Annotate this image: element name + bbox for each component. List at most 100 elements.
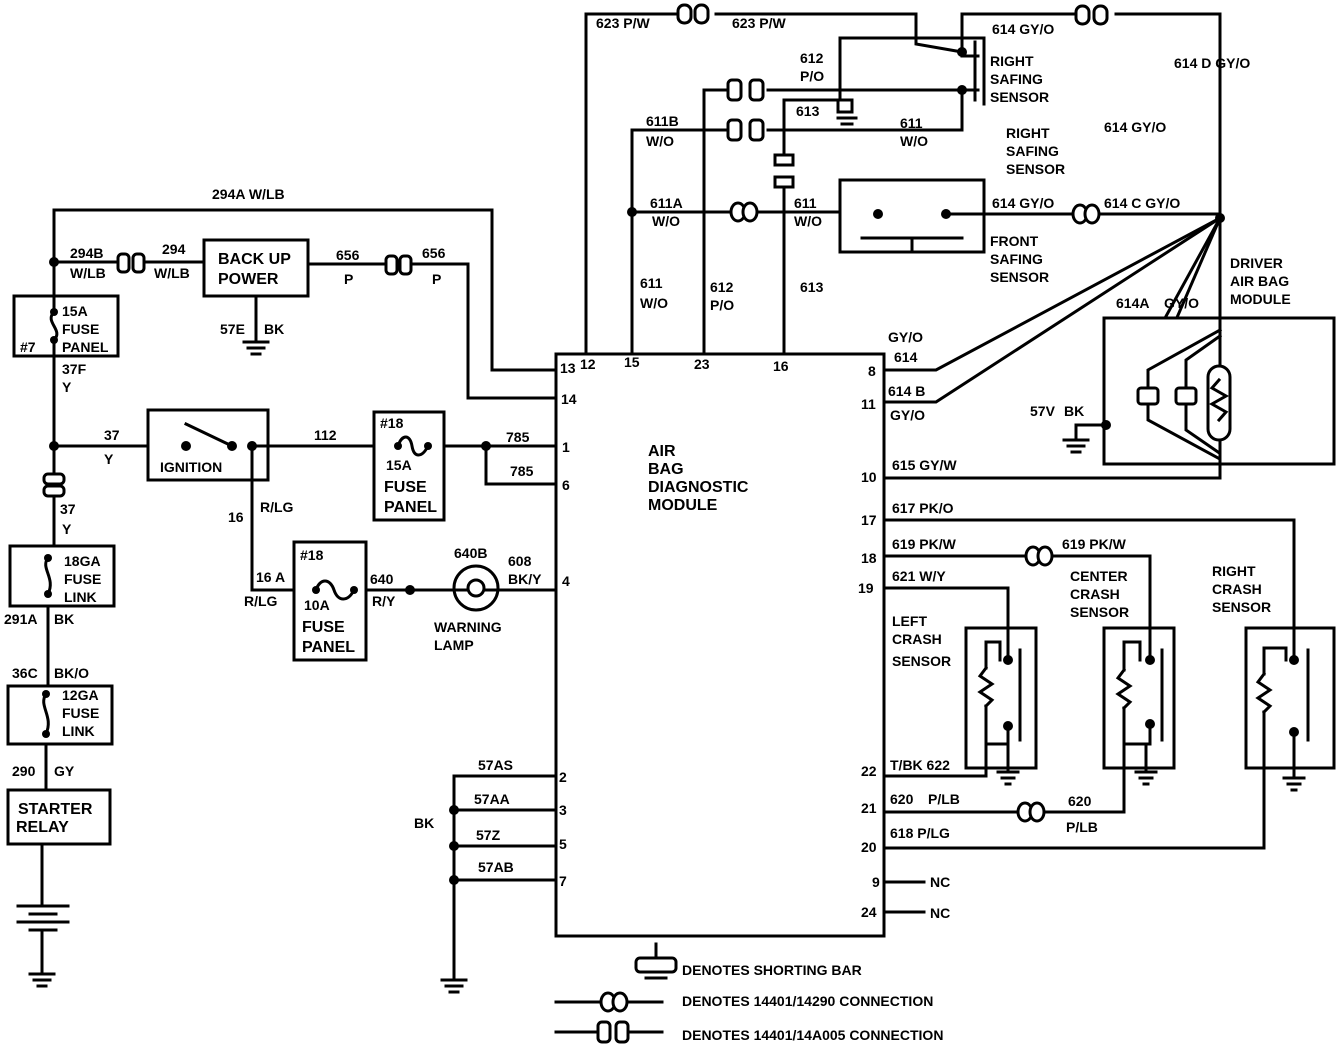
- center-crash-label-2: CRASH: [1070, 586, 1120, 602]
- pin-1: 1: [562, 439, 570, 455]
- label-614d: 614 D GY/O: [1174, 55, 1250, 71]
- wire-656: [410, 262, 558, 400]
- wire-623: [584, 12, 678, 356]
- connector-619: [1024, 545, 1054, 567]
- label-618: 618 P/LG: [890, 825, 950, 841]
- label-57ab: 57AB: [478, 859, 514, 875]
- label-611c: 611: [794, 195, 817, 211]
- center-crash-label-3: SENSOR: [1070, 604, 1129, 620]
- label-611-v-wo: W/O: [640, 295, 668, 311]
- right-safing-label-1: RIGHT: [990, 53, 1034, 69]
- label-656-a: 656: [336, 247, 360, 263]
- label-37: 37: [104, 427, 120, 443]
- fuse-link-12ga: [6, 684, 114, 746]
- label-37f: 37F: [62, 361, 87, 377]
- label-614-pin8: 614: [894, 349, 918, 365]
- legend-connection-2: DENOTES 14401/14A005 CONNECTION: [682, 1027, 943, 1043]
- wire-294a: [52, 208, 558, 372]
- label-290: 290: [12, 763, 36, 779]
- right-crash-label-1: RIGHT: [1212, 563, 1256, 579]
- connector-611b: [726, 118, 765, 142]
- wire-619-b: [1050, 554, 1152, 632]
- wire-614b-pin11: [882, 215, 1223, 404]
- label-57as: 57AS: [478, 757, 513, 773]
- pin-24: 24: [861, 904, 877, 920]
- label-294b-wlb: W/LB: [70, 265, 106, 281]
- fuse-7-label-15a: 15A: [62, 303, 88, 319]
- pin-14: 14: [561, 391, 577, 407]
- fuse-18b-label-panel: PANEL: [302, 639, 355, 656]
- label-619: 619 PK/W: [892, 536, 957, 552]
- pin-18: 18: [861, 550, 877, 566]
- module-label-3: DIAGNOSTIC: [648, 479, 749, 496]
- connector-656: [384, 254, 413, 276]
- right-safing-label-3: SENSOR: [990, 89, 1049, 105]
- wire-623b: [714, 12, 964, 54]
- fuse-18a-label-panel: PANEL: [384, 499, 437, 516]
- legend-connection-1: DENOTES 14401/14290 CONNECTION: [682, 993, 933, 1009]
- label-611: 611: [900, 115, 923, 131]
- label-612-po: P/O: [800, 68, 824, 84]
- center-crash-internals: [1115, 628, 1164, 786]
- pin-8: 8: [868, 363, 876, 379]
- fuse-link-18-label-3: LINK: [64, 589, 97, 605]
- fuse-18b-label-10a: 10A: [304, 597, 330, 613]
- fuse-panel-10a-18: [292, 540, 368, 662]
- pin-23: 23: [694, 356, 710, 372]
- wire-622: [882, 742, 988, 778]
- label-611a-wo: W/O: [652, 213, 680, 229]
- legend-connection-1-symbol: [554, 991, 664, 1013]
- pin-6: 6: [562, 477, 570, 493]
- pin-12: 12: [580, 356, 596, 372]
- fuse-panel-15a-7: [12, 294, 120, 358]
- label-294: 294: [162, 241, 186, 257]
- label-290-gy: GY: [54, 763, 75, 779]
- back-up-power-label-2: POWER: [218, 271, 279, 288]
- pin-10: 10: [861, 469, 877, 485]
- right-safing-b-label-2: SAFING: [1006, 143, 1059, 159]
- wire-614-right: [1114, 12, 1222, 222]
- wire-621: [882, 586, 1010, 632]
- wire-611-right: [766, 88, 964, 132]
- label-57v-bk: BK: [1064, 403, 1084, 419]
- wire-16: [250, 444, 296, 592]
- pin-11: 11: [861, 396, 876, 412]
- connector-623: [676, 3, 710, 25]
- pin-5: 5: [559, 836, 567, 852]
- label-785-a: 785: [506, 429, 530, 445]
- air-bag-diagnostic-module-box: [554, 352, 886, 938]
- front-safing-label-2: SAFING: [990, 251, 1043, 267]
- label-608: 608: [508, 553, 532, 569]
- label-36c-bko: BK/O: [54, 665, 89, 681]
- label-611a: 611A: [650, 195, 683, 211]
- label-nc-9: NC: [930, 874, 950, 890]
- right-crash-label-3: SENSOR: [1212, 599, 1271, 615]
- label-37-b: 37: [60, 501, 76, 517]
- fuse-7-label-panel: PANEL: [62, 339, 109, 355]
- label-614b: 614 B: [888, 383, 925, 399]
- driver-airbag-label-2: AIR BAG: [1230, 273, 1289, 289]
- right-safing-b-label-1: RIGHT: [1006, 125, 1050, 141]
- driver-airbag-label-3: MODULE: [1230, 291, 1291, 307]
- connector-614c: [1071, 203, 1101, 225]
- connector-612: [726, 78, 765, 102]
- label-37-y: Y: [104, 451, 114, 467]
- label-614-mid: 614 GY/O: [1104, 119, 1166, 135]
- left-crash-internals: [977, 628, 1022, 786]
- label-623-b: 623 P/W: [732, 15, 786, 31]
- module-label-2: BAG: [648, 461, 684, 478]
- label-608-bky: BK/Y: [508, 571, 542, 587]
- pin-2: 2: [559, 769, 567, 785]
- label-656-b-p: P: [432, 271, 441, 287]
- label-291a-bk: BK: [54, 611, 74, 627]
- label-16a-rlg: R/LG: [244, 593, 278, 609]
- label-620-plb: P/LB: [928, 791, 960, 807]
- pin-20: 20: [861, 839, 877, 855]
- pin-4: 4: [562, 573, 570, 589]
- label-36c: 36C: [12, 665, 38, 681]
- connector-37: [42, 472, 66, 498]
- label-640b: 640B: [454, 545, 487, 561]
- label-16-rlg: R/LG: [260, 499, 294, 515]
- label-614a: 614A: [1116, 295, 1149, 311]
- fuse-link-12-label-3: LINK: [62, 723, 95, 739]
